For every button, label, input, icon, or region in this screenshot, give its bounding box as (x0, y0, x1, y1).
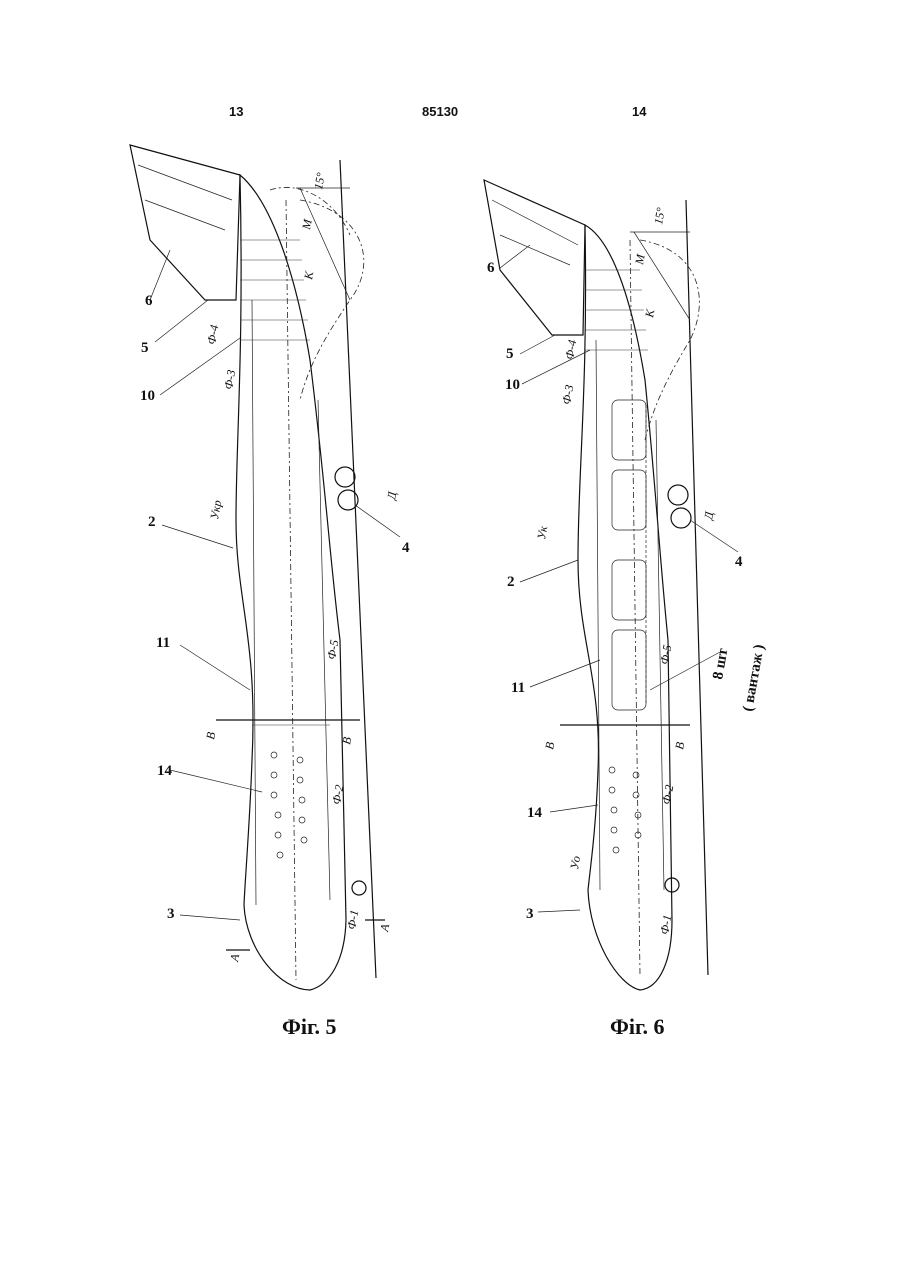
fig5-mark-angle: 15° (311, 171, 328, 190)
fig5-label-4: 4 (402, 540, 410, 556)
figure-5-drawing (130, 145, 400, 990)
fig5-label-14: 14 (157, 763, 173, 779)
fig6-mark-uk: Ук (534, 525, 550, 541)
fig5-mark-a-right: А (377, 922, 392, 933)
fig5-mark-a-left: А (227, 952, 242, 963)
fig6-mark-k: К (642, 307, 658, 319)
fig5-mark-k: К (301, 269, 317, 281)
fig6-label-6: 6 (487, 260, 495, 276)
fig6-label-5: 5 (506, 346, 514, 362)
fig6-mark-b-left: В (542, 740, 557, 750)
fig6-mark-d: Д (701, 509, 717, 521)
fig5-mark-f3: Ф-3 (221, 369, 238, 391)
fig6-mark-f4: Ф-4 (562, 339, 579, 361)
fig6-mark-angle: 15° (651, 206, 668, 225)
fig5-label-10: 10 (140, 388, 155, 404)
ground-line (686, 200, 708, 975)
window-row (271, 752, 307, 858)
figure-5-caption: Фіг. 5 (282, 1014, 337, 1040)
fig5-mark-f5: Ф-5 (324, 639, 341, 661)
ground-line (340, 160, 376, 978)
cargo-vehicles (612, 400, 646, 710)
fig5-mark-b-left: В (203, 730, 218, 740)
fig5-label-5: 5 (141, 340, 149, 356)
tail-fin (484, 180, 585, 335)
fuselage-outline (578, 225, 672, 990)
figure-6-drawing (484, 180, 738, 990)
fig6-label-10: 10 (505, 377, 520, 393)
fig6-mark-uo: Уо (567, 855, 583, 871)
fig6-mark-f2: Ф-2 (659, 784, 676, 806)
window-row (609, 767, 641, 853)
fig6-mark-f5: Ф-5 (657, 644, 674, 666)
fig5-mark-m: М (299, 217, 315, 231)
fig6-mark-m: М (632, 252, 648, 266)
nose-gear-wheel (352, 881, 366, 895)
fig6-label-11: 11 (511, 680, 525, 696)
fig6-label-4: 4 (735, 554, 743, 570)
fig5-label-11: 11 (156, 635, 170, 651)
main-gear-wheel (335, 467, 355, 487)
figure-6-caption: Фіг. 6 (610, 1014, 665, 1040)
fig6-label-2: 2 (507, 574, 515, 590)
fig6-note-cargo: ( вантаж ) (740, 643, 768, 712)
main-gear-wheel (668, 485, 688, 505)
fig5-label-3: 3 (167, 906, 175, 922)
fig6-mark-f3: Ф-3 (559, 384, 576, 406)
fig5-mark-f4: Ф-4 (204, 324, 221, 346)
fig5-label-6: 6 (145, 293, 153, 309)
fig5-mark-b-right: В (339, 735, 354, 745)
fig5-label-2: 2 (148, 514, 156, 530)
fig5-mark-ukr: Укр (207, 499, 224, 521)
fig6-mark-b-right: В (672, 740, 687, 750)
fig6-label-3: 3 (526, 906, 534, 922)
fig5-mark-f1: Ф-1 (344, 909, 361, 931)
fig6-note-count: 8 шт (710, 646, 731, 680)
fig5-mark-d: Д (384, 489, 400, 501)
fig6-label-14: 14 (527, 805, 543, 821)
